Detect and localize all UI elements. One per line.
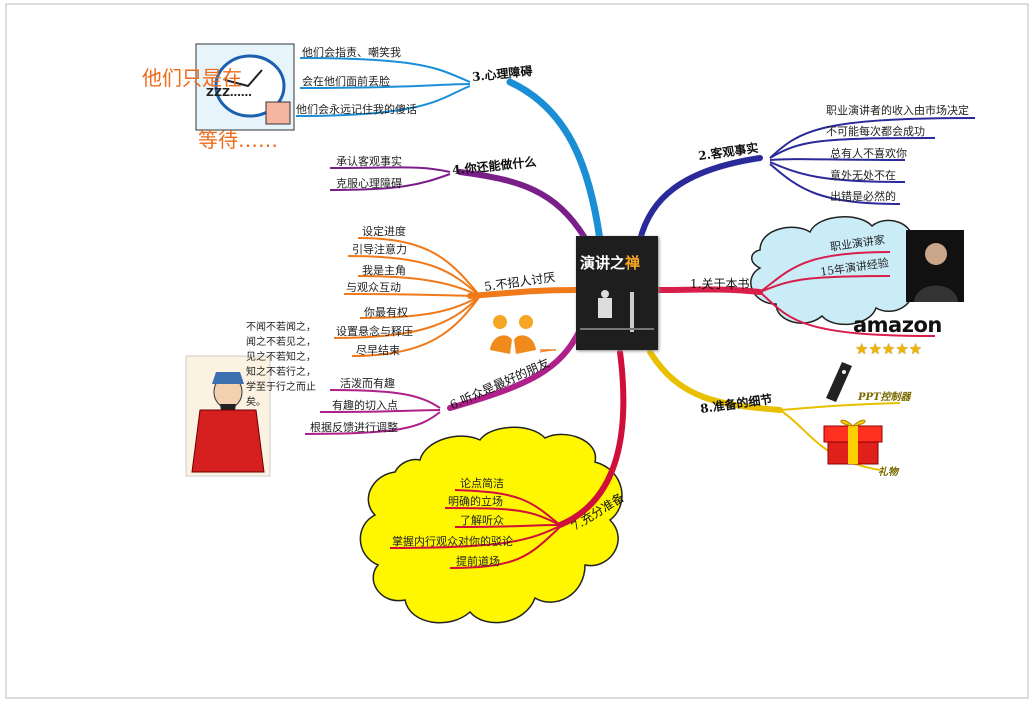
- speaker-photo: [906, 230, 964, 302]
- node-7-4[interactable]: 掌握内行观众对你的驳论: [392, 535, 513, 548]
- node-3-1[interactable]: 他们会指责、嘲笑我: [302, 46, 401, 59]
- node-7-2[interactable]: 明确的立场: [448, 495, 503, 508]
- node-7-5[interactable]: 提前道场: [456, 555, 500, 568]
- rating-stars: ★★★★★: [855, 340, 923, 358]
- handshake-people-icon: [490, 315, 556, 354]
- node-4-1[interactable]: 承认客观事实: [336, 155, 402, 168]
- branch-label-1[interactable]: 1.关于本书: [690, 277, 750, 291]
- gift-box-icon: [823, 419, 883, 465]
- node-2-4[interactable]: 意外无处不在: [830, 169, 896, 182]
- node-3-3[interactable]: 他们会永远记住我的傻话: [296, 103, 417, 116]
- amazon-logo: amazon: [853, 313, 942, 337]
- cloud-preparation: [359, 426, 623, 624]
- node-5-4[interactable]: 与观众互动: [346, 281, 401, 294]
- node-6-2[interactable]: 有趣的切入点: [332, 399, 398, 412]
- node-3-2[interactable]: 会在他们面前丢脸: [302, 75, 390, 88]
- small-arrow: [539, 349, 553, 353]
- node-4-2[interactable]: 克服心理障碍: [336, 177, 402, 190]
- confucius-quote: 不闻不若闻之，闻之不若见之，见之不若知之，知之不若行之，学至于行之而止矣。: [246, 322, 316, 408]
- node-7-1[interactable]: 论点简洁: [460, 477, 504, 490]
- node-2-3[interactable]: 总有人不喜欢你: [830, 147, 907, 160]
- node-7-3[interactable]: 了解听众: [460, 514, 504, 527]
- node-5-5[interactable]: 你最有权: [364, 306, 408, 319]
- node-2-5[interactable]: 出错是必然的: [830, 190, 896, 203]
- book-title: 演讲之禅: [580, 254, 641, 272]
- page-border: [5, 3, 1029, 699]
- node-6-1[interactable]: 活泼而有趣: [340, 377, 395, 390]
- book-cover-center[interactable]: 演讲之禅: [576, 236, 658, 350]
- node-8-2[interactable]: 礼物: [878, 467, 898, 478]
- node-5-2[interactable]: 引导注意力: [352, 243, 407, 256]
- book-speaker-illustration: [580, 290, 654, 332]
- waiting-text-line2: 等待……: [198, 128, 278, 152]
- confucius-portrait: [185, 355, 271, 477]
- sleeping-clock-icon: ZZZ……: [195, 43, 295, 131]
- speaker-silhouette: [914, 243, 958, 302]
- node-6-3[interactable]: 根据反馈进行调整: [310, 421, 398, 434]
- node-8-1[interactable]: PPT控制器: [858, 392, 911, 403]
- node-5-6[interactable]: 设置悬念与释压: [336, 325, 413, 338]
- remote-control-icon: [826, 362, 852, 402]
- waiting-text-line1: 他们只是在: [142, 66, 242, 90]
- node-5-1[interactable]: 设定进度: [362, 225, 406, 238]
- node-5-7[interactable]: 尽早结束: [356, 344, 400, 357]
- svg-text:ZZZ……: ZZZ……: [206, 86, 252, 99]
- node-2-2[interactable]: 不可能每次都会成功: [826, 125, 925, 138]
- node-5-3[interactable]: 我是主角: [362, 264, 406, 277]
- node-2-1[interactable]: 职业演讲者的收入由市场决定: [826, 104, 969, 117]
